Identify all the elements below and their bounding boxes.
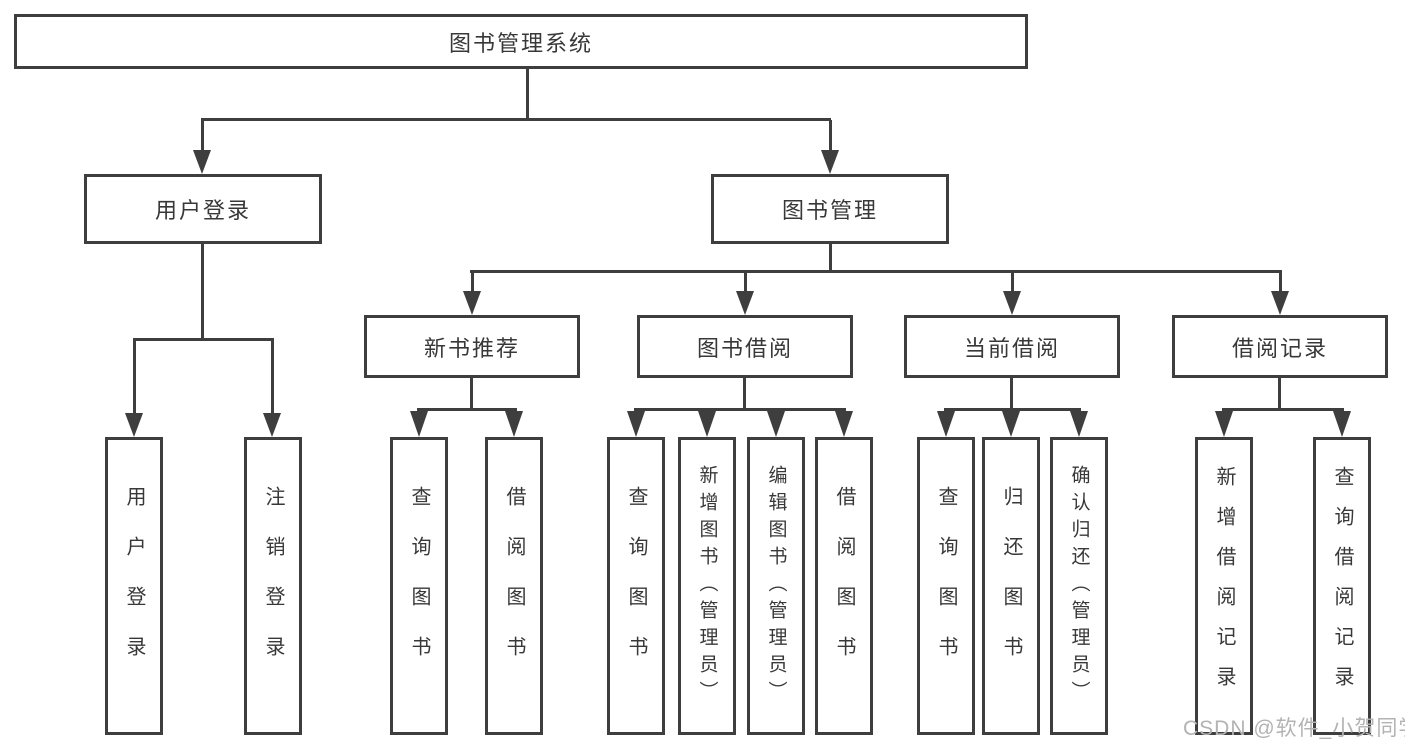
leaf-recommend-query-books: 查询图书	[390, 437, 448, 735]
leaf-current-return-books: 归还图书	[982, 437, 1040, 735]
connector-stub-book-management	[829, 120, 832, 152]
arrow-down-borrowing-add	[698, 411, 716, 437]
leaf-borrowing-query-books: 查询图书	[607, 437, 665, 735]
connector-stub-leaf-logout	[271, 341, 274, 415]
leaf-borrowing-borrow-books: 借阅图书	[815, 437, 873, 735]
connector-records-bar	[1222, 408, 1344, 411]
arrow-down-current-confirm	[1070, 411, 1088, 437]
leaf-label: 确认归还（管理员）	[1068, 464, 1090, 708]
connector-bookmgmt-drop	[829, 244, 832, 273]
leaf-recommend-borrow-books: 借阅图书	[485, 437, 543, 735]
arrow-down-current-borrow	[1003, 291, 1021, 315]
node-label: 借阅记录	[1231, 335, 1328, 361]
connector-stub-user-login	[201, 120, 204, 152]
leaf-label: 查询图书	[935, 486, 957, 686]
leaf-label: 用户登录	[123, 486, 145, 686]
arrow-down-leaf-logout	[263, 413, 281, 437]
leaf-label: 编辑图书（管理员）	[765, 464, 787, 708]
arrow-down-borrowing-borrow	[835, 411, 853, 437]
arrow-down-recommend-borrow	[505, 411, 523, 437]
leaf-label: 查询图书	[408, 486, 430, 686]
leaf-borrowing-add-books-admin: 新增图书（管理员）	[678, 437, 736, 735]
arrow-down-book-borrow	[736, 291, 754, 315]
node-label: 图书管理系统	[448, 30, 593, 56]
connector-userlogin-bar	[133, 338, 274, 341]
leaf-label: 查询图书	[625, 486, 647, 686]
connector-newbook-bar	[417, 408, 517, 411]
node-new-book-recommendation: 新书推荐	[364, 315, 580, 378]
leaf-label: 归还图书	[1000, 486, 1022, 686]
arrow-down-borrowing-edit	[767, 411, 785, 437]
connector-userlogin-drop	[201, 244, 204, 340]
leaf-records-add-borrow-record: 新增借阅记录	[1195, 437, 1253, 735]
connector-newbook-drop	[470, 378, 473, 411]
arrow-down-current-query	[937, 411, 955, 437]
connector-borrowing-bar	[634, 408, 846, 411]
connector-root-drop	[526, 69, 529, 120]
arrow-down-leaf-user-login	[125, 413, 143, 437]
connector-stub-borrow-records	[1279, 273, 1282, 293]
leaf-records-query-borrow-record: 查询借阅记录	[1313, 437, 1371, 735]
node-library-management-system: 图书管理系统	[14, 14, 1028, 69]
node-label: 图书借阅	[696, 335, 793, 361]
leaf-user-login: 用户登录	[105, 437, 163, 735]
node-borrowing-records: 借阅记录	[1172, 315, 1388, 378]
node-label: 用户登录	[154, 198, 251, 223]
csdn-watermark: CSDN @软件_小贺同学	[1183, 717, 1405, 740]
leaf-label: 新增图书（管理员）	[696, 464, 718, 708]
leaf-current-confirm-return-admin: 确认归还（管理员）	[1050, 437, 1108, 735]
connector-stub-current-borrow	[1011, 273, 1014, 293]
node-current-borrowing: 当前借阅	[904, 315, 1120, 378]
leaf-label: 新增借阅记录	[1213, 466, 1235, 706]
node-book-borrowing: 图书借阅	[637, 315, 853, 378]
leaf-label: 查询借阅记录	[1331, 466, 1353, 706]
leaf-current-query-books: 查询图书	[917, 437, 975, 735]
node-label: 新书推荐	[423, 335, 520, 361]
node-label: 当前借阅	[963, 335, 1060, 361]
connector-bookmgmt-bar	[470, 270, 1282, 273]
connector-records-drop	[1278, 378, 1281, 411]
arrow-down-records-add	[1215, 411, 1233, 437]
arrow-down-user-login	[193, 150, 211, 174]
connector-root-bar	[201, 118, 831, 121]
arrow-down-new-book	[463, 291, 481, 315]
connector-stub-book-borrow	[744, 273, 747, 293]
connector-borrowing-drop	[743, 378, 746, 411]
node-label: 图书管理	[781, 198, 878, 223]
arrow-down-records-query	[1333, 411, 1351, 437]
leaf-logout: 注销登录	[244, 437, 302, 735]
leaf-label: 注销登录	[262, 486, 284, 686]
leaf-label: 借阅图书	[503, 486, 525, 686]
arrow-down-current-return	[1002, 411, 1020, 437]
connector-current-drop	[1010, 378, 1013, 411]
connector-stub-new-book	[471, 273, 474, 293]
node-book-management: 图书管理	[711, 174, 949, 244]
arrow-down-recommend-query	[410, 411, 428, 437]
arrow-down-borrow-records	[1271, 291, 1289, 315]
leaf-borrowing-edit-books-admin: 编辑图书（管理员）	[747, 437, 805, 735]
arrow-down-borrowing-query	[627, 411, 645, 437]
node-user-login: 用户登录	[84, 174, 322, 244]
leaf-label: 借阅图书	[833, 486, 855, 686]
connector-current-bar	[944, 408, 1081, 411]
arrow-down-book-management	[821, 150, 839, 174]
connector-stub-leaf-user-login	[133, 341, 136, 415]
